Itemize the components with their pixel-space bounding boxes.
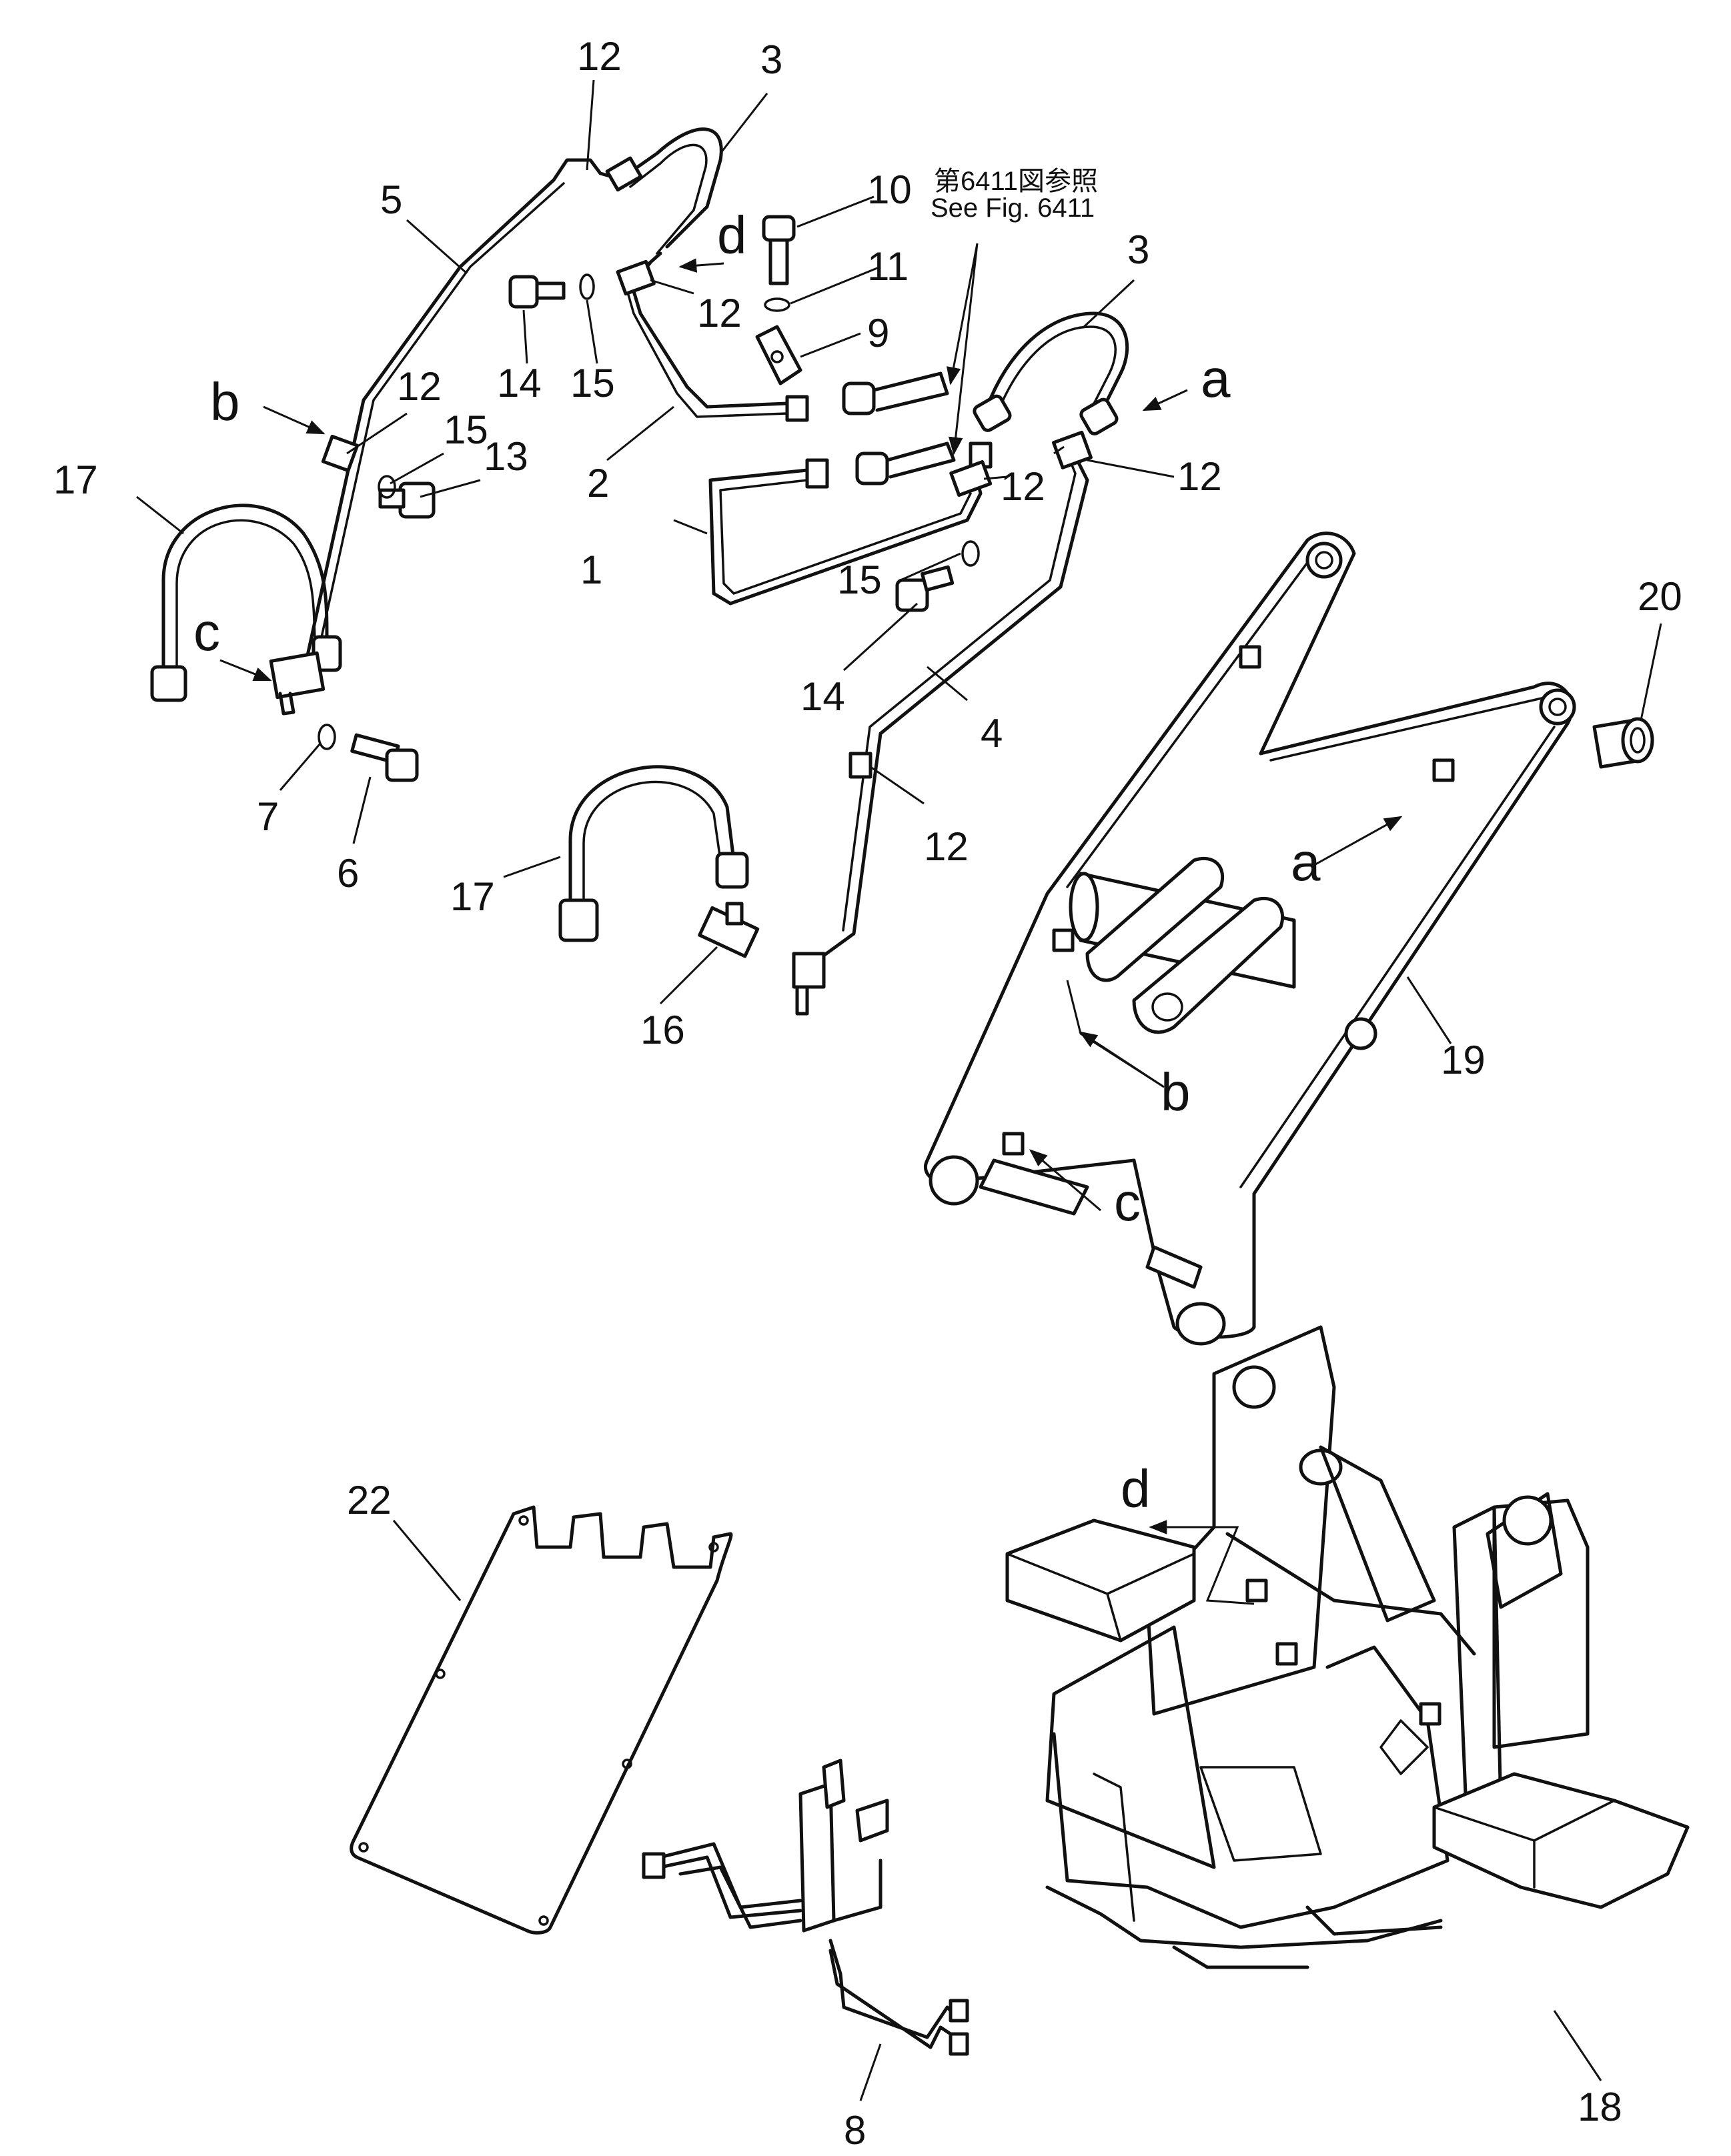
callout-10: 10 — [867, 167, 912, 212]
marker-a: a — [1291, 832, 1321, 892]
reference-note-japanese: 第6411図参照 — [934, 167, 1098, 196]
part-number-callouts: 12 3 5 10 11 12 9 3 14 15 12 15 13 2 12 … — [53, 34, 1682, 2153]
callout-15: 15 — [837, 558, 882, 602]
washer-11 — [764, 297, 790, 312]
marker-d: d — [1121, 1459, 1151, 1518]
plate-22 — [350, 1505, 733, 1935]
callout-17: 17 — [53, 457, 98, 502]
callout-5: 5 — [380, 177, 402, 222]
washer-15-upper — [579, 273, 595, 300]
callout-12: 12 — [1177, 454, 1222, 499]
marker-d: d — [717, 205, 747, 265]
callout-12: 12 — [577, 34, 622, 79]
pipe-1 — [708, 465, 983, 606]
washer-15-lower — [961, 540, 980, 567]
callout-4: 4 — [981, 711, 1003, 756]
hose-17-lower — [568, 765, 736, 909]
valve-8 — [642, 1759, 969, 2056]
callout-20: 20 — [1638, 574, 1682, 619]
hose-3-right — [985, 311, 1129, 415]
callout-22: 22 — [347, 1478, 392, 1522]
callout-14: 14 — [497, 361, 542, 405]
callout-8: 8 — [844, 2108, 866, 2153]
bolt-14-lower — [895, 565, 955, 612]
washer-15-left — [378, 475, 396, 499]
callout-19: 19 — [1441, 1038, 1486, 1082]
bolt-14-upper — [508, 275, 566, 309]
callout-14: 14 — [800, 674, 845, 719]
reference-arrows — [946, 243, 979, 455]
pipe-5 — [302, 158, 626, 676]
callout-16: 16 — [640, 1008, 685, 1052]
boom-19 — [924, 531, 1576, 1346]
reference-note-english: See Fig. 6411 — [931, 193, 1095, 223]
callout-11: 11 — [867, 244, 909, 289]
bolt-13 — [378, 481, 436, 519]
connection-markers: d a b c a b c d — [193, 205, 1321, 1518]
bolt-10 — [762, 215, 796, 285]
callout-7: 7 — [257, 794, 279, 839]
hose-17-left — [161, 503, 329, 676]
callout-17: 17 — [450, 874, 495, 919]
callout-1: 1 — [580, 548, 602, 592]
callout-3: 3 — [760, 37, 782, 82]
callout-3: 3 — [1127, 227, 1149, 272]
bolt-6 — [350, 733, 419, 782]
callout-12: 12 — [697, 291, 742, 335]
hose-3-upper — [622, 127, 723, 249]
marker-c: c — [193, 602, 220, 662]
callout-13: 13 — [484, 434, 528, 479]
bushing-20 — [1592, 717, 1654, 769]
marker-c: c — [1114, 1172, 1141, 1232]
pipe-4 — [815, 458, 1089, 962]
callout-2: 2 — [587, 461, 609, 505]
callout-9: 9 — [867, 311, 889, 355]
marker-arrows — [219, 258, 1403, 1605]
callout-18: 18 — [1578, 2085, 1622, 2129]
washer-7 — [318, 724, 336, 750]
marker-b: b — [1161, 1062, 1191, 1122]
callout-15: 15 — [444, 407, 488, 452]
leader-lines — [136, 79, 1662, 2101]
callout-12: 12 — [1001, 464, 1045, 509]
marker-b: b — [210, 372, 240, 431]
callout-12: 12 — [924, 824, 969, 869]
marker-a: a — [1201, 349, 1231, 408]
callout-6: 6 — [337, 851, 359, 896]
callout-15: 15 — [570, 361, 615, 405]
clamp-9 — [755, 325, 802, 385]
frame-18 — [1005, 1325, 1690, 1969]
callout-12: 12 — [397, 364, 442, 409]
reference-note: 第6411図参照 See Fig. 6411 — [931, 167, 1098, 223]
